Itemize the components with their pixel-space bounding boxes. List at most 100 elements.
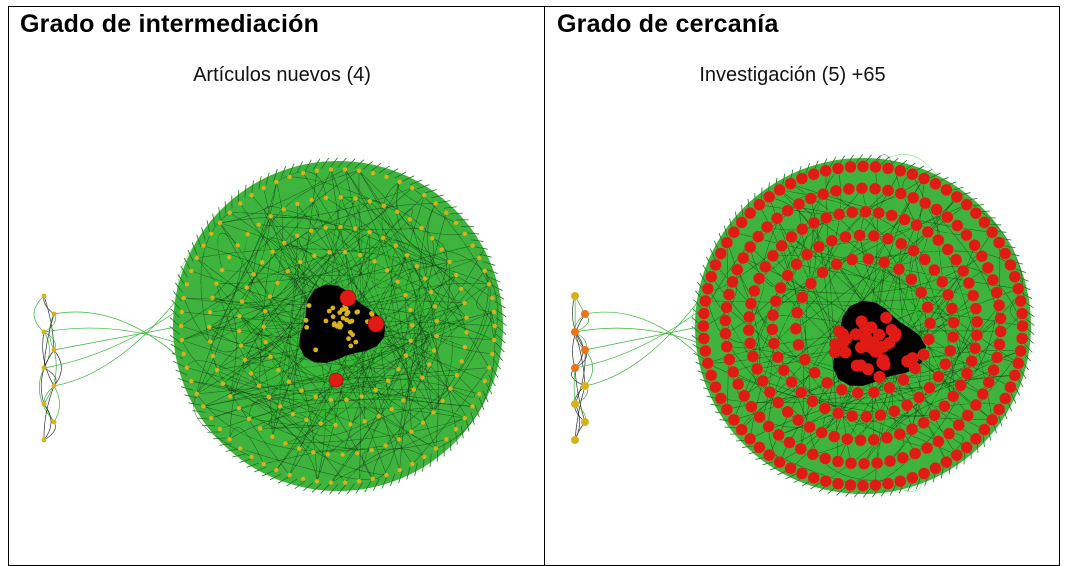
core-node <box>856 315 868 327</box>
network-node <box>358 253 363 258</box>
network-node <box>208 339 213 344</box>
network-node <box>218 427 223 432</box>
network-node <box>820 212 832 224</box>
network-node <box>995 312 1007 324</box>
network-node <box>283 441 288 446</box>
network-node <box>870 479 882 491</box>
network-node <box>832 407 844 419</box>
network-node <box>369 448 374 453</box>
network-node <box>338 195 343 200</box>
network-node <box>886 209 898 221</box>
satellite-edge <box>574 368 575 404</box>
network-node <box>754 411 766 423</box>
network-node <box>408 308 413 313</box>
satellite-node <box>42 438 47 443</box>
network-node <box>728 226 740 238</box>
network-node <box>422 455 427 460</box>
network-node <box>736 216 748 228</box>
network-node <box>978 424 990 436</box>
network-node <box>313 395 318 400</box>
core-node <box>889 330 901 342</box>
satellite-edge <box>34 296 44 332</box>
core-node <box>313 347 318 352</box>
network-node <box>821 377 833 389</box>
network-node <box>410 462 415 467</box>
network-node <box>932 371 944 383</box>
network-node <box>207 325 212 330</box>
network-node <box>311 450 316 455</box>
network-node <box>743 324 755 336</box>
network-node <box>490 352 495 357</box>
network-node <box>951 220 963 232</box>
network-node <box>953 419 965 431</box>
network-node <box>699 295 711 307</box>
network-node <box>258 426 263 431</box>
bridge-edge <box>585 312 708 364</box>
network-node <box>218 221 223 226</box>
network-node <box>753 441 765 453</box>
network-node <box>181 296 186 301</box>
network-node <box>857 480 869 492</box>
network-node <box>845 457 857 469</box>
network-node <box>454 221 459 226</box>
network-node <box>987 274 999 286</box>
network-node <box>455 373 460 378</box>
network-node <box>270 434 275 439</box>
network-node <box>796 173 808 185</box>
core-node <box>327 309 332 314</box>
network-node <box>299 388 304 393</box>
core-node <box>330 306 335 311</box>
network-node <box>344 397 349 402</box>
network-node <box>228 394 233 399</box>
network-node <box>799 354 811 366</box>
network-node <box>928 264 940 276</box>
network-node <box>970 303 982 315</box>
network-node <box>948 317 960 329</box>
network-node <box>759 261 771 273</box>
network-node <box>715 392 727 404</box>
network-node <box>808 217 820 229</box>
network-node <box>343 480 348 485</box>
network-node <box>368 199 373 204</box>
network-node <box>444 210 449 215</box>
network-node <box>882 478 894 490</box>
network-node <box>906 423 918 435</box>
network-node <box>343 250 348 255</box>
network-node <box>782 269 794 281</box>
network-node <box>487 365 492 370</box>
network-node <box>408 338 413 343</box>
core-node <box>350 319 355 324</box>
network-node <box>882 233 894 245</box>
network-node <box>297 446 302 451</box>
network-node <box>846 206 858 218</box>
network-node <box>828 431 840 443</box>
network-node <box>955 379 967 391</box>
network-node <box>882 162 894 174</box>
network-node <box>819 452 831 464</box>
network-node <box>969 342 981 354</box>
network-node <box>227 255 232 260</box>
network-node <box>221 381 226 386</box>
core-node <box>348 344 353 349</box>
network-node <box>801 249 813 261</box>
network-node <box>832 455 844 467</box>
core-node <box>304 318 309 323</box>
network-node <box>343 167 348 172</box>
network-node <box>796 291 808 303</box>
satellite-node <box>52 420 57 425</box>
network-node <box>773 429 785 441</box>
core-node <box>873 371 885 383</box>
network-node <box>983 376 995 388</box>
core-node <box>879 359 891 371</box>
network-node <box>214 281 219 286</box>
network-node <box>986 226 998 238</box>
satellite-node <box>42 330 47 335</box>
network-node <box>464 315 469 320</box>
network-node <box>977 388 989 400</box>
network-node <box>732 378 744 390</box>
network-node <box>785 462 797 474</box>
network-node <box>775 282 787 294</box>
network-node <box>1016 333 1028 345</box>
network-node <box>929 462 941 474</box>
network-node <box>817 188 829 200</box>
